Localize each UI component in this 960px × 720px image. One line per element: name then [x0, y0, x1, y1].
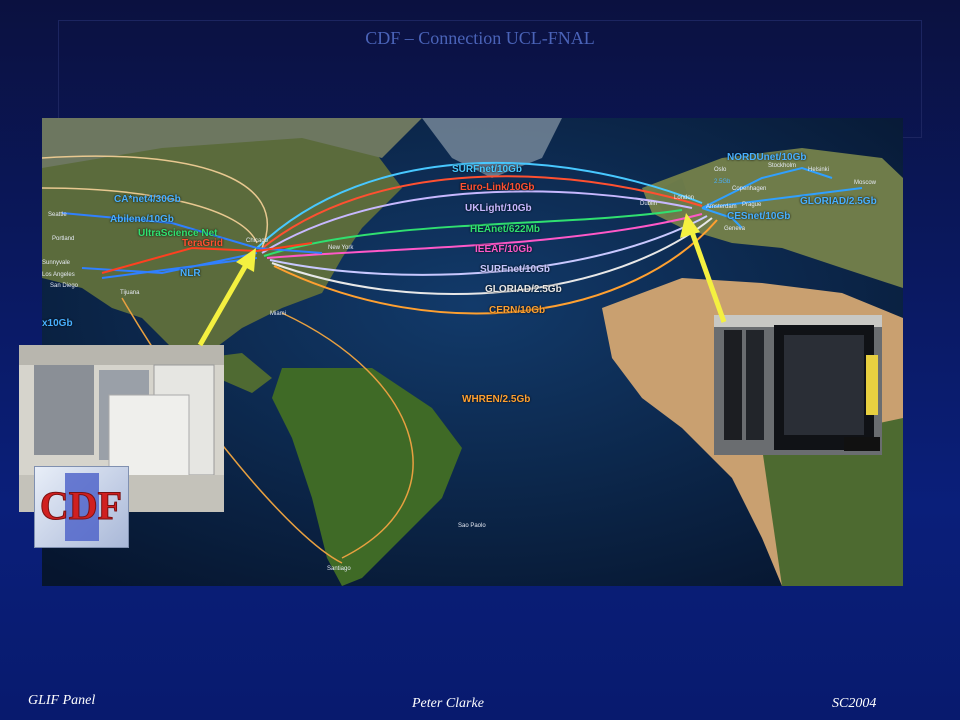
route-line-surfnet — [256, 161, 703, 249]
cdf-logo: CDF — [34, 466, 129, 548]
x10gb-label: x10Gb — [42, 318, 73, 329]
ucl-server-racks-photo — [714, 315, 882, 455]
teragrid-label: TeraGrid — [182, 238, 223, 249]
city-los-angeles: Los Angeles — [42, 272, 75, 278]
city-tijuana: Tijuana — [120, 290, 140, 296]
route-line-gloriad — [271, 217, 713, 295]
arrow-to-chicago — [197, 263, 249, 347]
route-label-uklight: UKLight/10Gb — [465, 203, 532, 214]
city-santiago: Santiago — [327, 566, 351, 572]
footer-left: GLIF Panel — [28, 693, 96, 708]
city-new-york: New York — [328, 245, 354, 251]
canet-label: CA*net4/30Gb — [114, 194, 181, 205]
city-copenhagen: Copenhagen — [732, 186, 767, 192]
route-label-eurolink: Euro-Link/10Gb — [460, 182, 535, 193]
route-line-ieeaf — [266, 213, 703, 259]
city-sao-paolo: Sao Paolo — [458, 523, 486, 529]
city-amsterdam: Amsterdam — [706, 204, 737, 210]
city-helsinki: Helsinki — [808, 167, 830, 173]
city-miami: Miami — [270, 311, 286, 317]
arrow-to-london — [689, 231, 727, 323]
route-label-surfnet-2: SURFnet/10Gb — [480, 264, 551, 275]
nlr-label: NLR — [180, 268, 201, 279]
city-portland: Portland — [52, 236, 75, 242]
route-label-cern: CERN/10Gb — [489, 305, 546, 316]
abilene-label: Abilene/10Gb — [110, 214, 174, 225]
link-label-2-5gb: 2.5Gb — [714, 179, 731, 185]
city-sunnyvale: Sunnyvale — [42, 260, 71, 266]
footer-right: SC2004 — [832, 696, 877, 711]
cesnet-label: CESnet/10Gb — [727, 211, 791, 222]
city-moscow: Moscow — [854, 180, 877, 186]
svg-text:CDF: CDF — [40, 483, 122, 528]
city-chicago: Chicago — [246, 238, 269, 244]
city-london: London — [674, 195, 695, 201]
ultrascience-label: UltraScience Net — [138, 228, 218, 239]
footer-center: Peter Clarke — [412, 696, 484, 711]
route-line-cern — [273, 219, 718, 315]
city-oslo: Oslo — [714, 167, 727, 173]
route-line-uklight — [261, 190, 693, 254]
route-line-eurolink — [259, 175, 703, 251]
city-seattle: Seattle — [48, 212, 67, 218]
city-geneva: Geneva — [724, 226, 746, 232]
city-san-diego: San Diego — [50, 283, 79, 289]
route-label-surfnet: SURFnet/10Gb — [452, 164, 523, 175]
whren-label: WHREN/2.5Gb — [462, 394, 531, 405]
route-label-heanet: HEAnet/622Mb — [470, 224, 541, 235]
route-line-surfnet-2 — [269, 215, 708, 276]
city-dublin: Dublin — [640, 201, 658, 207]
route-line-heanet — [263, 209, 683, 257]
slide-title: CDF – Connection UCL-FNAL — [365, 28, 595, 48]
city-stockholm: Stockholm — [768, 163, 797, 169]
route-lines — [42, 155, 863, 564]
route-line-whren — [281, 312, 414, 559]
route-label-ieeaf: IEEAF/10Gb — [475, 244, 533, 255]
city-prague: Prague — [742, 202, 762, 208]
nordunet-label: NORDUnet/10Gb — [727, 152, 807, 163]
route-label-gloriad: GLORIAD/2.5Gb — [485, 284, 562, 295]
gloriad-east-label: GLORIAD/2.5Gb — [800, 196, 877, 207]
